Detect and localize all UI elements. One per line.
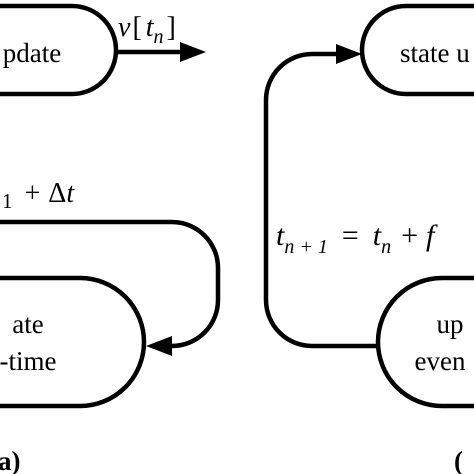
- panel-tag-b: (: [454, 446, 463, 474]
- update-event-box-b: [375, 275, 474, 409]
- feedback-arrowhead-b: [336, 44, 362, 64]
- output-signal-label: v[tn]: [118, 12, 176, 48]
- state-update-discrete-box-a: [0, 275, 147, 409]
- feedback-arrowhead-a: [146, 336, 172, 356]
- time-step-label: 1+Δt: [2, 178, 75, 213]
- formula-background: [272, 206, 474, 264]
- feedback-loop-b: [263, 51, 378, 349]
- panel-tag-a: a): [0, 446, 21, 474]
- box-a-line2: -time: [0, 346, 57, 376]
- output-arrowhead: [180, 42, 206, 62]
- feedback-loop-a: [0, 219, 221, 349]
- box-a-line1: ate: [12, 309, 43, 339]
- update-formula: tn + 1=tn+f: [276, 219, 438, 258]
- box-b-line1: up: [437, 309, 464, 339]
- state-update-label-a: pdate: [3, 38, 61, 68]
- state-update-label-b: state u: [400, 38, 470, 68]
- state-update-box-a: [0, 3, 119, 97]
- state-update-box-b: [359, 3, 474, 97]
- box-b-line2: even: [415, 346, 466, 376]
